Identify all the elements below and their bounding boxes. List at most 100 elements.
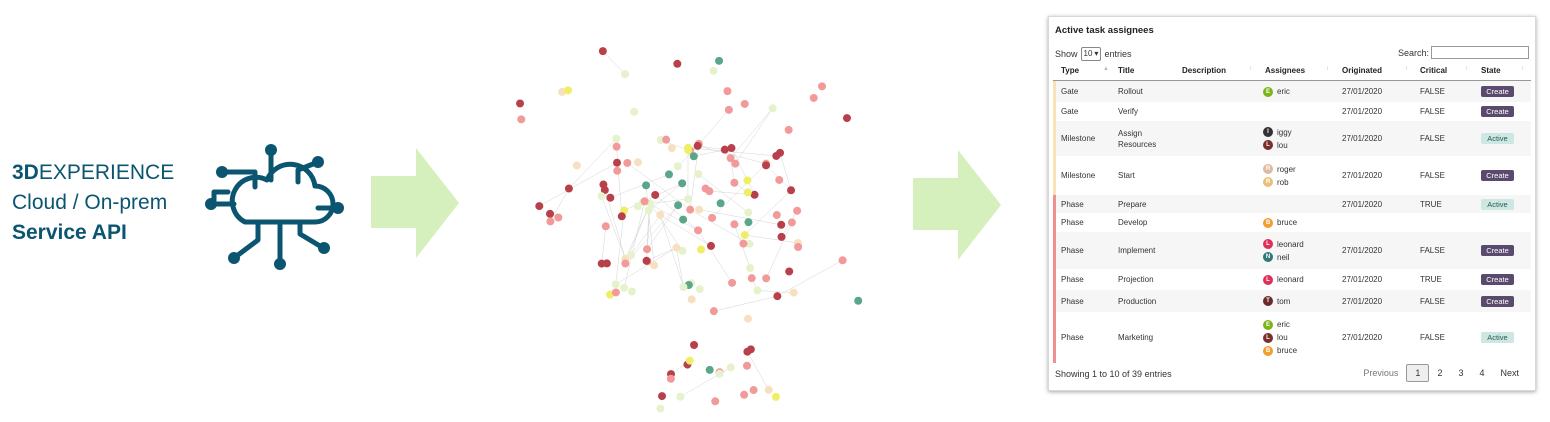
graph-edge: [730, 158, 735, 183]
active-badge[interactable]: Active: [1481, 133, 1514, 144]
cell-critical: FALSE: [1420, 134, 1445, 143]
graph-node: [679, 215, 688, 224]
column-header-state[interactable]: State: [1481, 66, 1501, 75]
graph-edge: [646, 210, 650, 250]
create-button[interactable]: Create: [1481, 86, 1514, 97]
create-button[interactable]: Create: [1481, 295, 1514, 307]
page-3-button[interactable]: 3: [1458, 368, 1464, 378]
next-button[interactable]: Next: [1500, 368, 1519, 378]
cell-title: Production: [1118, 296, 1157, 306]
graph-node: [633, 158, 642, 167]
graph-node: [679, 283, 688, 292]
graph-node: [716, 199, 725, 208]
previous-button[interactable]: Previous: [1363, 368, 1399, 378]
cloud-network-icon: [205, 144, 344, 270]
right-arrow-icon: [913, 150, 1001, 260]
create-button[interactable]: Create: [1481, 170, 1514, 181]
column-header-type[interactable]: Type: [1061, 66, 1080, 75]
avatar: R: [1263, 164, 1273, 174]
graph-node: [546, 217, 555, 226]
graph-node: [535, 202, 544, 211]
column-header-title[interactable]: Title: [1118, 66, 1135, 75]
graph-edge: [698, 173, 749, 213]
cell-title: Assign Resources: [1118, 128, 1157, 149]
page-2-button[interactable]: 2: [1437, 368, 1443, 378]
sort-icon[interactable]: ↕: [1465, 66, 1468, 72]
graph-edge: [601, 226, 607, 264]
assignee-name: eric: [1277, 320, 1290, 329]
graph-node: [773, 292, 782, 301]
graph-node: [740, 231, 749, 240]
graph-edge: [735, 108, 773, 164]
avatar: E: [1263, 319, 1273, 330]
column-header-originated[interactable]: Originated: [1342, 66, 1383, 75]
graph-node: [564, 86, 573, 95]
create-button[interactable]: Create: [1481, 106, 1514, 117]
show-label: Show: [1055, 49, 1078, 59]
graph-node: [650, 261, 659, 270]
sort-icon[interactable]: ↕: [1521, 66, 1524, 72]
avatar: B: [1263, 217, 1273, 228]
create-button[interactable]: Create: [1481, 274, 1514, 285]
graph-node: [630, 107, 639, 116]
cell-originated: 27/01/2020: [1342, 171, 1383, 180]
column-header-critical[interactable]: Critical: [1420, 66, 1448, 75]
graph-node: [745, 239, 754, 248]
graph-edge: [660, 214, 712, 247]
cell-originated: 27/01/2020: [1342, 275, 1383, 284]
sort-icon[interactable]: ↕: [1405, 66, 1408, 72]
graph-node: [740, 99, 749, 108]
graph-edge: [601, 196, 626, 259]
graph-node: [598, 47, 607, 56]
cell-type: Milestone: [1061, 134, 1096, 143]
sort-icon[interactable]: ↕: [1249, 66, 1252, 72]
cell-type: Phase: [1061, 218, 1084, 227]
sort-icon[interactable]: ▲: [1103, 66, 1109, 72]
cell-type: Phase: [1061, 275, 1084, 284]
search-input[interactable]: [1431, 46, 1529, 59]
graph-node: [730, 178, 739, 187]
graph-node: [665, 170, 674, 179]
page-4-button[interactable]: 4: [1479, 368, 1485, 378]
sort-icon[interactable]: ↕: [1326, 66, 1329, 72]
graph-edge: [539, 162, 618, 207]
page-size-select[interactable]: 10 ▾: [1080, 47, 1102, 61]
active-badge[interactable]: Active: [1481, 198, 1514, 210]
page-1-button[interactable]: 1: [1406, 364, 1430, 382]
graph-node: [621, 70, 630, 79]
cell-type: Gate: [1061, 107, 1079, 116]
cell-critical: FALSE: [1420, 171, 1445, 180]
column-header-description[interactable]: Description: [1182, 66, 1227, 75]
graph-node: [695, 285, 704, 294]
column-header-assignees[interactable]: Assignees: [1265, 66, 1306, 75]
create-button[interactable]: Create: [1481, 245, 1514, 256]
graph-edge: [649, 203, 683, 251]
active-badge[interactable]: Active: [1481, 332, 1514, 343]
entries-label: entries: [1104, 49, 1132, 59]
